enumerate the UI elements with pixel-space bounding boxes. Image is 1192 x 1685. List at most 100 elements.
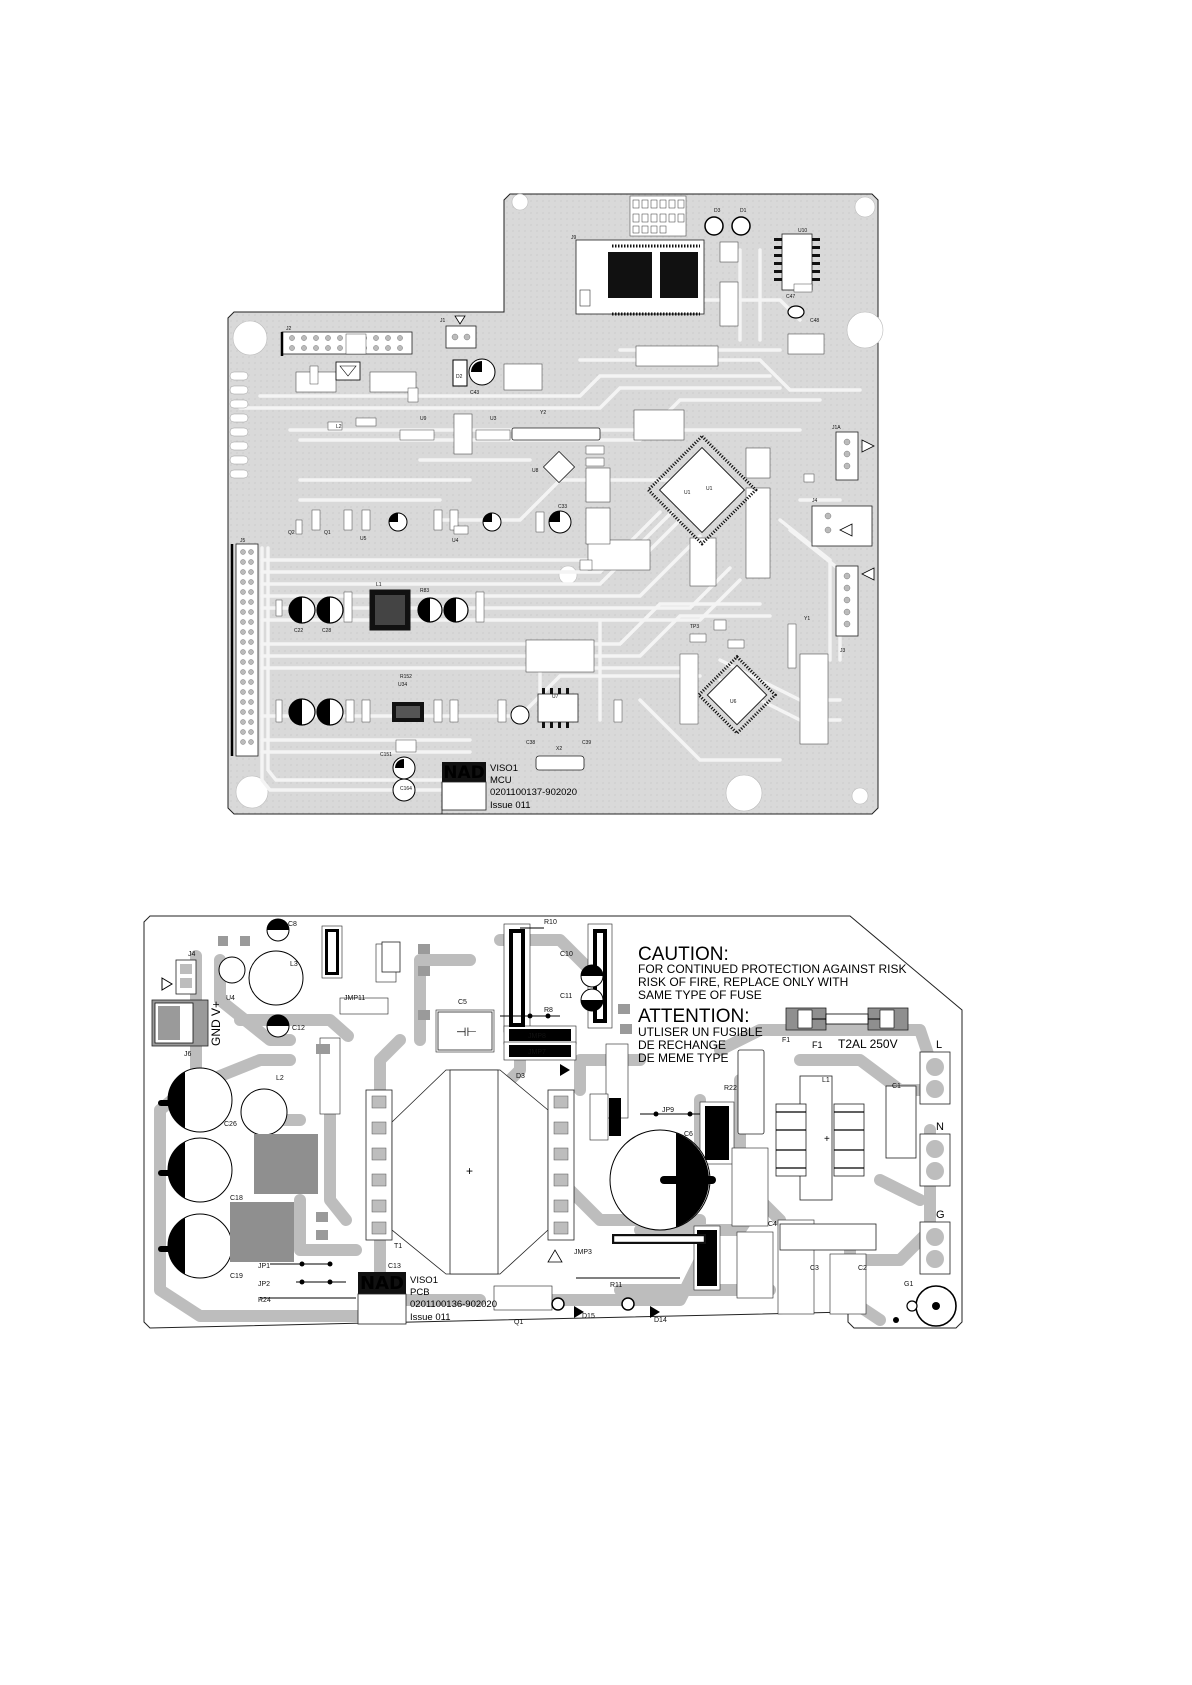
svg-text:G1: G1 — [904, 1281, 913, 1288]
attention-line-3: DE MEME TYPE — [638, 1051, 728, 1065]
svg-text:T1: T1 — [394, 1243, 402, 1250]
svg-text:⊣⊢: ⊣⊢ — [456, 1025, 477, 1039]
svg-text:JMP7: JMP7 — [528, 1049, 546, 1056]
svg-text:D15: D15 — [582, 1313, 595, 1320]
svg-text:TP3: TP3 — [690, 624, 699, 630]
svg-text:J4: J4 — [812, 498, 818, 504]
power-terminal-label: GND V+ — [209, 1001, 223, 1046]
fuse-rating: T2AL 250V — [838, 1037, 898, 1051]
attention-line-1: UTLISER UN FUSIBLE — [638, 1025, 763, 1039]
svg-text:U5: U5 — [360, 536, 367, 542]
power-l2-inductor — [240, 1088, 288, 1136]
power-u1 — [381, 941, 401, 973]
svg-text:C164: C164 — [400, 786, 412, 792]
svg-text:J4: J4 — [188, 951, 196, 958]
svg-text:+: + — [824, 1134, 830, 1145]
power-c5 — [437, 1011, 493, 1051]
svg-text:R8: R8 — [544, 1007, 553, 1014]
svg-text:R11: R11 — [610, 1282, 622, 1289]
mcu-u10-ic — [774, 233, 820, 291]
svg-text:C13: C13 — [388, 1263, 401, 1270]
power-r22 — [737, 1049, 765, 1135]
power-l1-choke: + — [775, 1075, 865, 1201]
svg-text:C4: C4 — [768, 1221, 777, 1228]
svg-text:D1: D1 — [740, 208, 747, 214]
svg-text:D2: D2 — [456, 374, 463, 380]
power-heatsink-pad-2 — [230, 1202, 294, 1262]
svg-text:J1A: J1A — [832, 425, 841, 431]
power-board: GND V+ — [143, 915, 963, 1329]
mcu-line-1: VISO1 — [490, 763, 518, 774]
attention-line-2: DE RECHANGE — [638, 1038, 726, 1052]
power-heatsink-pad-1 — [254, 1134, 318, 1194]
svg-text:U4: U4 — [226, 995, 235, 1002]
svg-text:C38: C38 — [526, 740, 535, 746]
mcu-j1a-connector — [835, 431, 875, 481]
power-mains-connectors — [919, 1051, 951, 1275]
svg-text:L3: L3 — [290, 961, 298, 968]
svg-text:J3: J3 — [840, 648, 846, 654]
power-t1-transformer: + — [365, 1069, 575, 1275]
svg-text:J1: J1 — [440, 318, 446, 324]
svg-text:R83: R83 — [420, 588, 429, 594]
svg-text:C18: C18 — [230, 1195, 243, 1202]
svg-text:J9: J9 — [571, 235, 577, 241]
svg-text:F1: F1 — [782, 1037, 790, 1044]
svg-text:Y2: Y2 — [540, 410, 546, 416]
mcu-j1-connector — [445, 315, 477, 349]
svg-text:X2: X2 — [556, 746, 562, 752]
svg-text:JMP3: JMP3 — [574, 1249, 592, 1256]
svg-text:C26: C26 — [224, 1121, 237, 1128]
svg-text:JMP8: JMP8 — [528, 1033, 546, 1040]
svg-text:+: + — [466, 1164, 473, 1178]
svg-text:C5: C5 — [458, 999, 467, 1006]
svg-text:JP9: JP9 — [662, 1107, 674, 1114]
svg-text:JMP11: JMP11 — [344, 995, 365, 1002]
power-nad-logo: NAD — [358, 1272, 406, 1294]
mcu-l1-inductor — [369, 589, 411, 631]
power-l3-inductor — [248, 950, 304, 1006]
mcu-u7-ic — [537, 688, 579, 728]
svg-text:C10: C10 — [560, 951, 573, 958]
svg-text:C48: C48 — [810, 318, 819, 324]
caution-title: CAUTION: — [638, 944, 729, 965]
svg-text:U34: U34 — [398, 682, 407, 688]
mcu-logo-text: NAD — [443, 763, 485, 783]
power-fuse-f1 — [785, 1007, 909, 1031]
svg-text:C3: C3 — [810, 1265, 819, 1272]
svg-text:J6: J6 — [184, 1051, 192, 1058]
svg-text:C1: C1 — [892, 1083, 901, 1090]
svg-text:JP1: JP1 — [258, 1263, 270, 1270]
svg-text:U4: U4 — [452, 538, 459, 544]
svg-text:U7: U7 — [552, 694, 559, 700]
svg-text:R22: R22 — [724, 1085, 737, 1092]
mcu-j4-connector — [811, 505, 873, 547]
caution-line-1: FOR CONTINUED PROTECTION AGAINST RISK — [638, 962, 906, 976]
svg-text:L1: L1 — [822, 1077, 830, 1084]
svg-text:R10: R10 — [544, 919, 557, 926]
power-g1-ground-lug — [893, 1285, 957, 1327]
connector-letter-l: L — [936, 1039, 942, 1051]
power-caution-block: CAUTION: FOR CONTINUED PROTECTION AGAINS… — [638, 944, 906, 1065]
mcu-j9-module — [575, 239, 705, 316]
svg-text:C39: C39 — [582, 740, 591, 746]
power-logo-text: NAD — [360, 1273, 404, 1294]
svg-text:C33: C33 — [558, 504, 567, 510]
mcu-top-resistor-array — [629, 195, 687, 237]
svg-text:C2: C2 — [858, 1265, 867, 1272]
power-line-1: VISO1 — [410, 1275, 438, 1286]
power-line-4: Issue 011 — [410, 1312, 451, 1323]
caution-line-3: SAME TYPE OF FUSE — [638, 988, 762, 1002]
mcu-u6-qfp — [696, 654, 778, 736]
svg-text:J2: J2 — [286, 326, 292, 332]
svg-text:Y1: Y1 — [804, 616, 810, 622]
svg-text:L1: L1 — [376, 582, 382, 588]
svg-text:U10: U10 — [798, 228, 807, 234]
svg-text:C12: C12 — [292, 1025, 305, 1032]
mcu-line-3: 0201100137-902020 — [490, 787, 577, 798]
svg-text:Q1: Q1 — [324, 530, 331, 536]
svg-text:D14: D14 — [654, 1317, 667, 1324]
svg-text:U9: U9 — [420, 416, 427, 422]
svg-text:JP2: JP2 — [258, 1281, 270, 1288]
